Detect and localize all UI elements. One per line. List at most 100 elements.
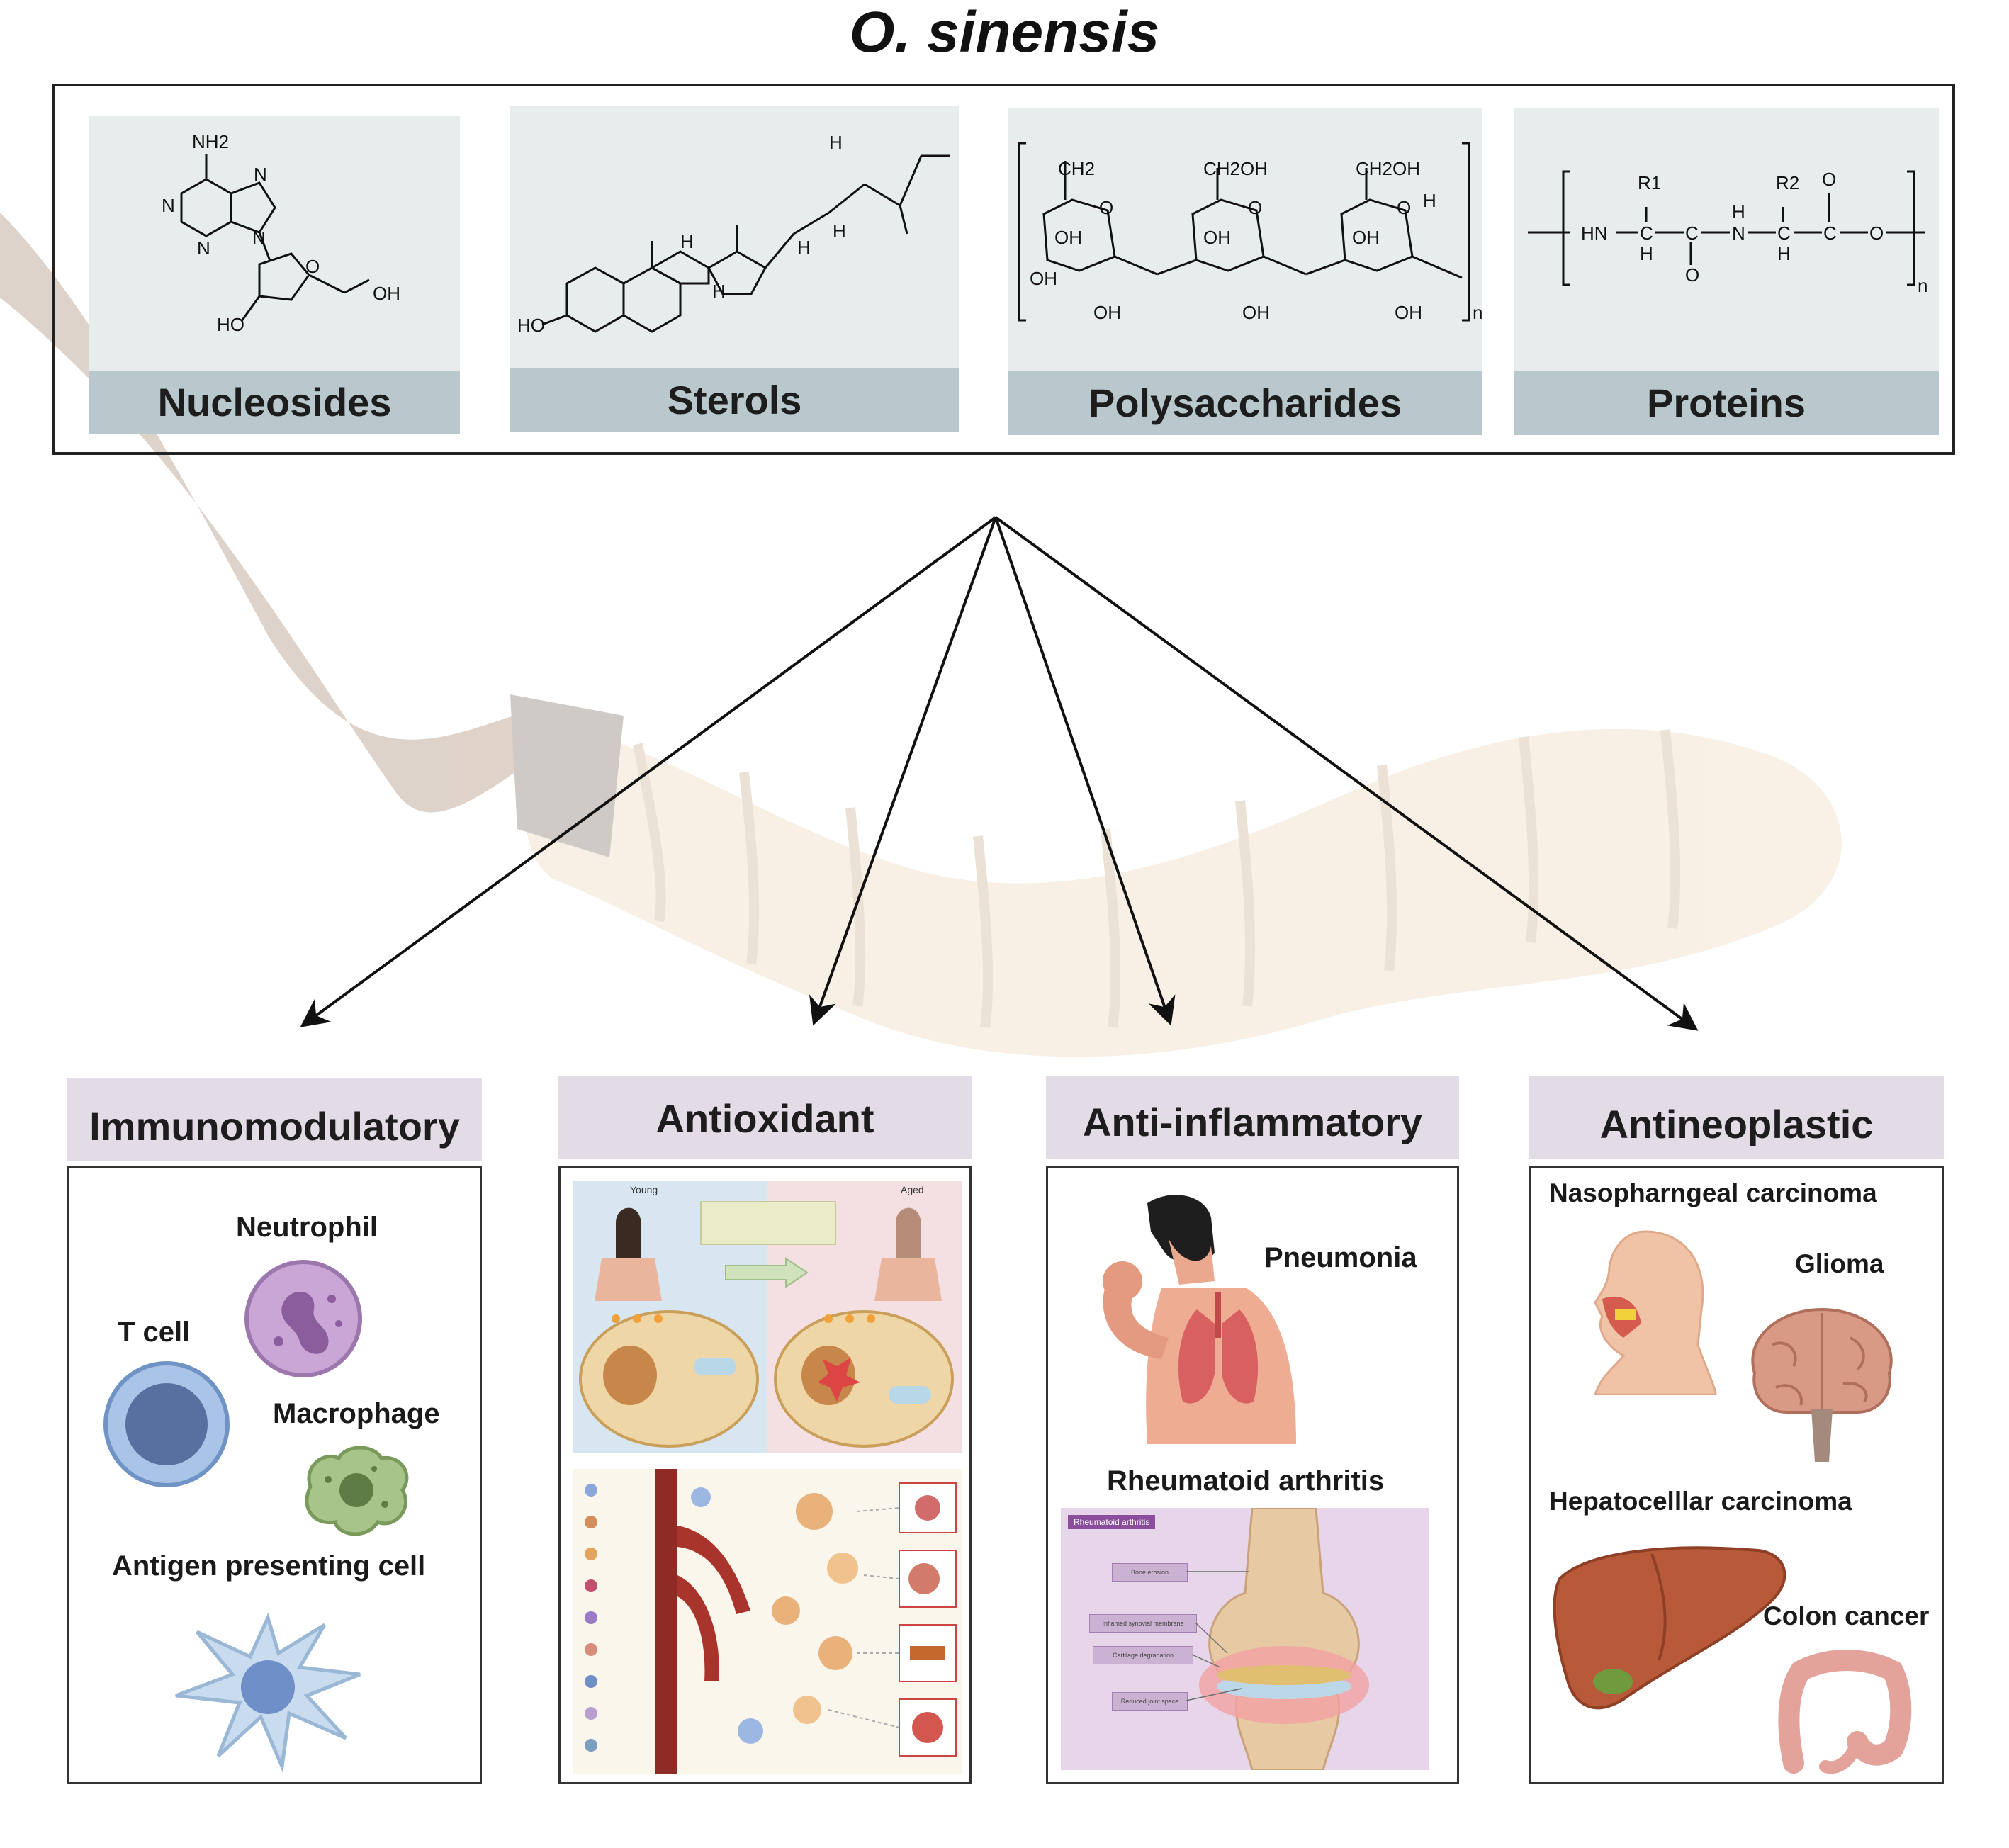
glioma-label: Glioma	[1795, 1249, 1884, 1278]
hepatocellular-carcinoma-label: Hepatocelllar carcinoma	[1549, 1487, 1852, 1516]
ra-note-inflamed-synovial-membrane: Inflamed synovial membrane	[1089, 1614, 1197, 1633]
compound-panel-polysaccharides: CH2 CH2OH CH2OH O O O OH OH OH OH OH OH …	[1008, 108, 1482, 435]
liver-illustration	[1553, 1546, 1786, 1710]
aging-mitochondria-diagram: Young Aged	[573, 1181, 962, 1453]
effect-header-antineoplastic: Antineoplastic	[1529, 1076, 1944, 1159]
ra-tag: Rheumatoid arthritis	[1068, 1515, 1156, 1529]
atom-label: H	[833, 220, 846, 242]
pneumonia-patient-illustration	[1103, 1195, 1296, 1444]
nh2-label: NH2	[192, 131, 229, 152]
atom-label: CH2OH	[1356, 158, 1420, 179]
arrow-to-antioxidant	[809, 517, 997, 1026]
atom-label: OH	[1395, 302, 1422, 323]
head-illustration	[1594, 1230, 1717, 1395]
atom-label: N	[252, 227, 266, 249]
ho-label: HO	[217, 314, 244, 335]
atom-label: H	[1423, 190, 1436, 211]
nucleoside-structure-diagram: NH2 N N N N HO O OH	[162, 131, 400, 335]
atom-label: OH	[1030, 268, 1057, 289]
ra-note-reduced-joint-space: Reduced joint space	[1112, 1692, 1188, 1711]
colon-cancer-label: Colon cancer	[1763, 1601, 1930, 1630]
atom-label: H	[680, 231, 694, 252]
compound-panel-proteins: R1 R2 O HN C C N C C O H H H O n Protein…	[1514, 108, 1939, 435]
atom-label: OH	[1203, 227, 1231, 248]
arrow-to-immunomodulatory	[300, 516, 997, 1027]
arrow-to-anti-inflammatory	[994, 517, 1176, 1026]
atom-label: H	[1732, 201, 1745, 222]
atom-label: N	[162, 195, 175, 216]
anti-inflammatory-panel: Pneumonia Rheumatoid arthritis Rheumatoi…	[1046, 1166, 1459, 1784]
atom-label: C	[1777, 222, 1791, 244]
aged-label: Aged	[901, 1184, 924, 1195]
atom-label: N	[1732, 222, 1745, 244]
atom-label: O	[1869, 222, 1884, 244]
figure-title: O. sinensis	[849, 0, 1160, 64]
antioxidant-panel: Young Aged	[558, 1166, 972, 1784]
atom-label: H	[1640, 243, 1653, 264]
effect-header-immunomodulatory: Immunomodulatory	[67, 1078, 482, 1161]
macrophage-label: Macrophage	[273, 1398, 440, 1429]
t-cell-label: T cell	[118, 1317, 191, 1348]
atom-label: O	[1822, 169, 1836, 190]
macrophage-cell-icon	[305, 1446, 409, 1536]
ho-label: HO	[517, 315, 545, 336]
atom-label: O	[1685, 264, 1699, 286]
antineoplastic-panel: Nasopharngeal carcinoma Glioma Hepatocel…	[1529, 1166, 1944, 1784]
compound-panel-nucleosides: NH2 N N N N HO O OH Nucleosides	[89, 116, 460, 434]
atom-label: CH2OH	[1203, 158, 1268, 179]
young-label: Young	[630, 1184, 658, 1195]
atom-label: H	[712, 281, 726, 302]
antigen-presenting-cell-icon	[175, 1612, 361, 1774]
atom-label: OH	[1242, 302, 1270, 323]
neutrophil-cell-icon	[244, 1260, 362, 1377]
ra-note-bone-erosion: Bone erosion	[1112, 1563, 1188, 1582]
atom-label: N	[197, 237, 210, 259]
atom-label: N	[254, 164, 267, 185]
protein-structure-diagram: R1 R2 O HN C C N C C O H H H O n	[1528, 169, 1928, 296]
atom-label: n	[1473, 302, 1482, 323]
atom-label: CH2	[1058, 158, 1095, 179]
atom-label: H	[797, 237, 811, 258]
ring-oxygen-label: O	[305, 256, 320, 277]
atom-label: O	[1248, 197, 1262, 218]
atom-label: R1	[1638, 172, 1661, 193]
compound-label-proteins: Proteins	[1514, 371, 1939, 435]
compound-label-nucleosides: Nucleosides	[89, 371, 460, 434]
arrow-to-antineoplastic	[994, 516, 1699, 1031]
atom-label: HN	[1581, 222, 1608, 244]
atom-label: OH	[1352, 227, 1380, 248]
neutrophil-label: Neutrophil	[236, 1212, 378, 1243]
effect-header-anti-inflammatory: Anti-inflammatory	[1046, 1076, 1459, 1159]
ra-note-cartilage-degradation: Cartilage degradation	[1093, 1646, 1193, 1664]
tumor-microenvironment-diagram	[573, 1469, 962, 1774]
atom-label: OH	[1093, 302, 1121, 323]
atom-label: C	[1823, 222, 1837, 244]
atom-label: C	[1685, 222, 1699, 244]
atom-label: R2	[1776, 172, 1799, 193]
antigen-presenting-cell-label: Antigen presenting cell	[112, 1550, 426, 1582]
rheumatoid-arthritis-diagram: Rheumatoid arthritis Bone erosion Inflam…	[1061, 1508, 1429, 1770]
compound-label-polysaccharides: Polysaccharides	[1008, 371, 1482, 435]
compound-label-sterols: Sterols	[510, 368, 959, 432]
atom-label: H	[1777, 243, 1791, 264]
atom-label: OH	[1054, 227, 1082, 248]
colon-illustration	[1778, 1650, 1912, 1774]
polysaccharide-structure-diagram: CH2 CH2OH CH2OH O O O OH OH OH OH OH OH …	[1018, 142, 1482, 323]
nasopharyngeal-carcinoma-label: Nasopharngeal carcinoma	[1549, 1178, 1877, 1207]
atom-label: C	[1640, 222, 1653, 244]
pneumonia-label: Pneumonia	[1264, 1242, 1417, 1273]
brain-illustration	[1751, 1307, 1893, 1462]
effect-header-antioxidant: Antioxidant	[558, 1076, 972, 1159]
atom-label: H	[829, 132, 843, 153]
atom-label: O	[1099, 197, 1113, 218]
compound-panel-sterols: H H H H H HO Sterols	[510, 106, 959, 432]
rheumatoid-arthritis-label: Rheumatoid arthritis	[1107, 1465, 1385, 1497]
atom-label: n	[1918, 275, 1928, 296]
t-cell-icon	[103, 1361, 230, 1487]
atom-label: O	[1397, 197, 1411, 218]
compounds-frame	[52, 84, 1955, 455]
immunomodulatory-panel: Neutrophil T cell Macrophage Antigen pre…	[67, 1166, 482, 1784]
oh-label: OH	[373, 283, 400, 304]
sterol-structure-diagram: H H H H H HO	[517, 132, 950, 336]
